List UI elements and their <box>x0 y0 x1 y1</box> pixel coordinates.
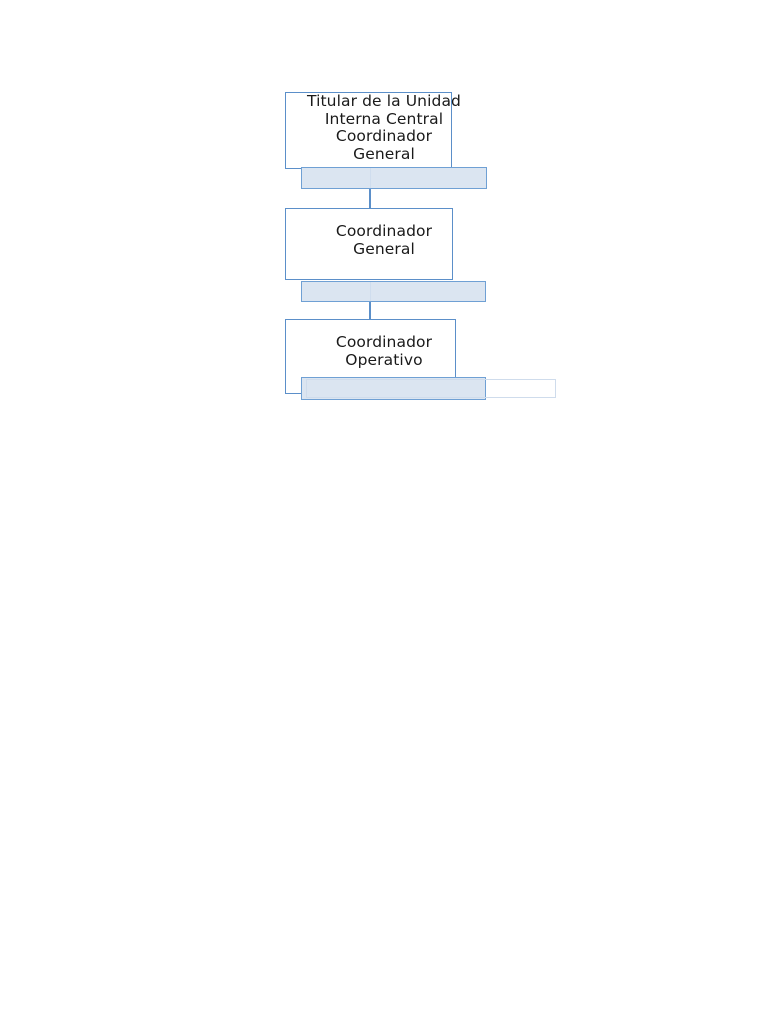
org-node-accent-bar-level-2 <box>301 281 486 302</box>
connector-level-2-to-level-3 <box>369 302 371 320</box>
accent-bar-divider <box>370 168 371 188</box>
org-node-box-level-1[interactable] <box>285 92 452 169</box>
accent-bar-divider <box>370 282 371 301</box>
accent-bar-inner-outline <box>306 379 556 398</box>
org-node-accent-bar-level-3 <box>301 377 486 400</box>
org-node-label-level-3: Coordinador Operativo <box>335 333 433 369</box>
org-node-accent-bar-level-1 <box>301 167 487 189</box>
org-node-label-level-1: Titular de la Unidad Interna Central Coo… <box>307 92 461 163</box>
org-node-label-level-2: Coordinador General <box>335 222 433 258</box>
connector-level-1-to-level-2 <box>369 189 371 209</box>
org-node-box-level-2[interactable] <box>285 208 453 280</box>
